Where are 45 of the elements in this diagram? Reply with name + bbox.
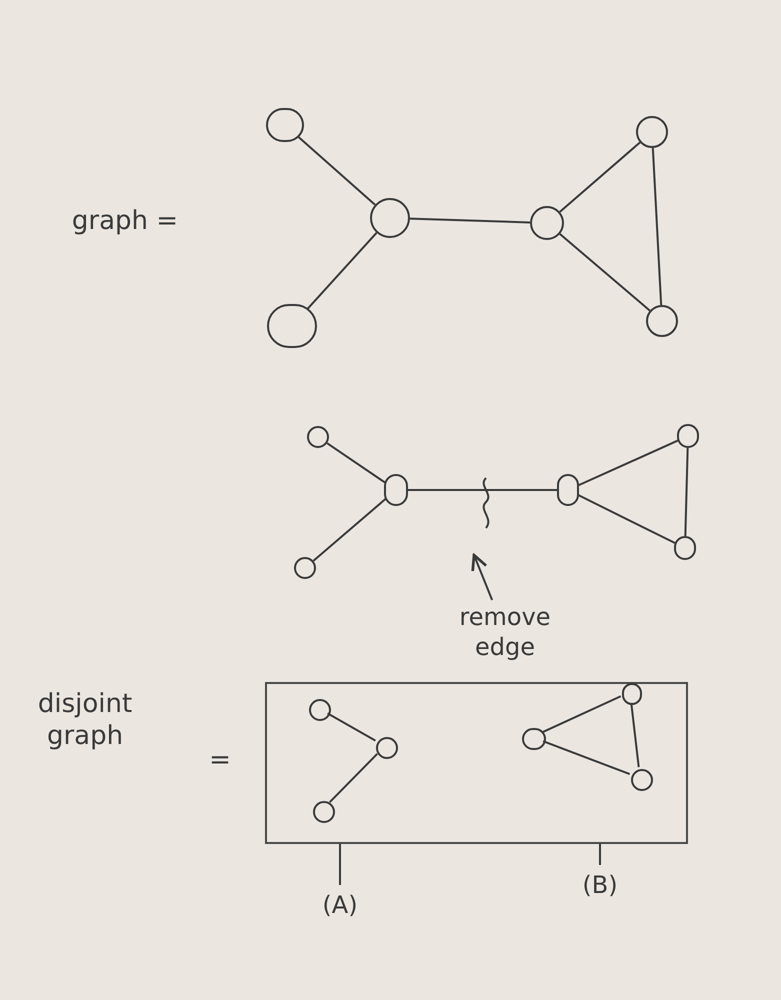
graph-edge <box>684 448 689 536</box>
graph-vertex <box>631 769 653 791</box>
graph-vertex <box>384 474 408 506</box>
handwritten-label: disjoint graph <box>36 688 134 753</box>
graph-vertex <box>557 474 579 506</box>
graph-vertex <box>267 304 317 348</box>
graph-edge <box>410 218 530 224</box>
handwritten-label: graph = <box>70 204 180 238</box>
graph-edge <box>578 440 678 486</box>
graph-vertex <box>376 737 398 759</box>
graph-edge <box>327 712 376 742</box>
graph-vertex <box>307 426 329 448</box>
graph-vertex <box>294 557 316 579</box>
graph-edge <box>559 233 650 312</box>
handwritten-label: (B) <box>582 870 618 900</box>
graph-edge <box>542 740 630 776</box>
graph-vertex <box>370 198 410 238</box>
handwritten-label: = <box>208 744 232 777</box>
graph-vertex <box>266 108 304 142</box>
graph-edge <box>559 142 641 213</box>
graph-edge <box>542 695 622 733</box>
graph-edge <box>326 442 386 484</box>
graph-vertex <box>313 801 335 823</box>
handwritten-label: (A) <box>322 890 358 920</box>
graph-edge <box>312 498 387 562</box>
graph-edge <box>298 136 376 206</box>
graph-edge <box>329 753 378 803</box>
subgraph-frame <box>265 682 688 844</box>
arrow <box>471 554 494 600</box>
graph-edge <box>652 148 662 306</box>
graph-vertex <box>674 536 696 560</box>
graph-vertex <box>636 116 668 148</box>
graph-vertex <box>530 206 564 240</box>
graph-vertex <box>309 699 331 721</box>
graph-edge <box>306 232 378 310</box>
leader-line <box>599 844 601 865</box>
graph-vertex <box>677 424 699 448</box>
graph-edge <box>408 489 557 491</box>
graph-vertex <box>522 728 546 750</box>
handwritten-label: remove edge <box>458 602 552 662</box>
graph-vertex <box>646 305 678 337</box>
graph-edge <box>630 702 640 768</box>
graph-edge <box>578 494 676 544</box>
leader-line <box>339 844 341 885</box>
graph-vertex <box>622 683 642 705</box>
